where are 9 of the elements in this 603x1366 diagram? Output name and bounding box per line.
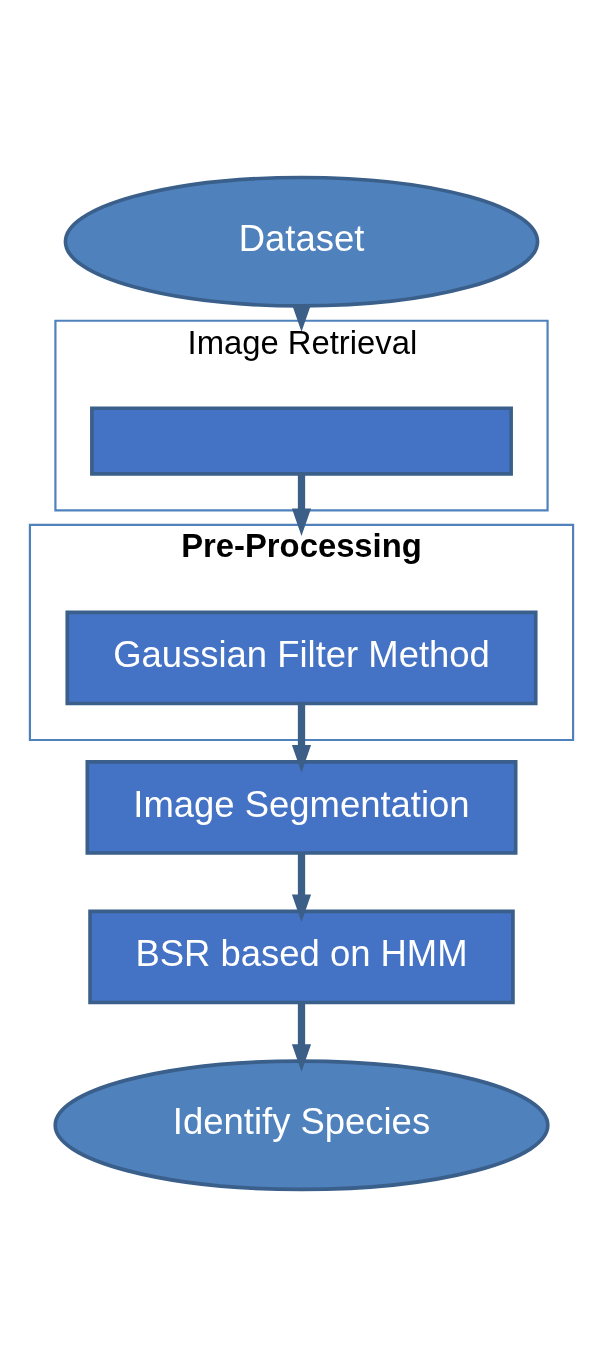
- node-box: BSR based on HMM: [88, 909, 515, 1004]
- arrow: [291, 473, 312, 536]
- node-box: Gaussian Filter Method: [65, 610, 538, 705]
- arrow: [291, 1002, 312, 1072]
- arrow: [291, 852, 312, 922]
- arrow: [291, 703, 312, 772]
- node-box: [90, 405, 513, 476]
- node-box: Image Segmentation: [85, 759, 518, 855]
- node-ellipse: Identify Species: [53, 1058, 550, 1191]
